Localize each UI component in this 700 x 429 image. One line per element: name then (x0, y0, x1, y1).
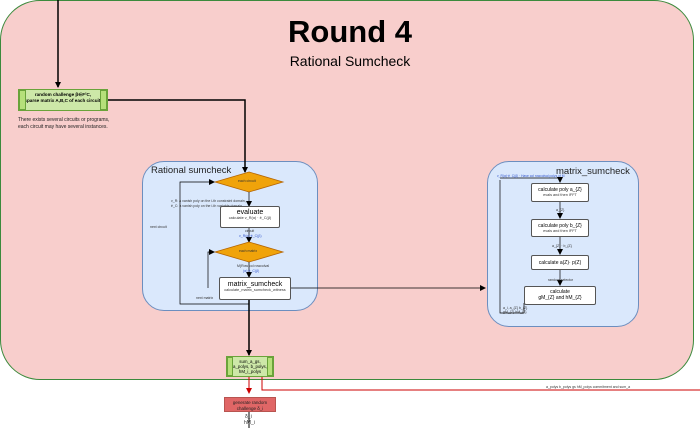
matrix-sumcheck-title: matrix_sumcheck (556, 166, 630, 177)
page-subtitle: Rational Sumcheck (289, 53, 411, 69)
step1-box[interactable]: calculate poly a_{Z} evals and then IFFT (531, 183, 589, 202)
evaluate-box[interactable]: evaluate calculate v_R(α) · ê_C(β) (220, 206, 280, 228)
challenge-box-left-edge (19, 90, 26, 110)
random-line2: challenge δ_i (236, 405, 264, 411)
step2-box[interactable]: calculate poly b_{Z} evals and then IFFT (531, 219, 589, 237)
step4-box[interactable]: calculate gM_{Z} and hM_{Z} (524, 286, 596, 305)
matrix-sumcheck-box-title: matrix_sumcheck (227, 281, 283, 288)
evaluate-title: evaluate (236, 209, 264, 216)
output-hm: hM_i (244, 420, 255, 426)
challenge-to-circuit-connector (108, 99, 248, 173)
page-title: Round 4 (288, 14, 412, 49)
step1-subtitle: evals and then IFFT (543, 193, 577, 197)
output-delta: δ_i (245, 414, 252, 420)
instances-note: There exists several circuits or program… (18, 117, 109, 130)
commitment-label: a_polys b_polys gs hM_polys commitment a… (546, 385, 631, 389)
matrix-sumcheck-box-subtitle: calculate_matrix_sumcheck_witness (224, 288, 286, 292)
sum-box-line2: a_polys, b_polys, (233, 364, 267, 369)
each-matrix-label: each matrix (239, 249, 258, 253)
matrix-output-label-1: a_i, a_{Z} b_{Z} (503, 306, 528, 310)
next-matrix-loop (207, 249, 215, 288)
rowcol-expression: (α)·ê_C(β) (243, 269, 260, 273)
matrix-input-note: v_R(α)·ê_C(β) · Have col rowcolval polys… (497, 174, 565, 178)
step1-title: calculate poly a_{Z} (538, 187, 582, 193)
matrix-sumcheck-box[interactable]: matrix_sumcheck calculate_matrix_sumchec… (219, 277, 291, 300)
challenge-box[interactable]: random challenge β∈F²C, sparse matrix A,… (18, 89, 108, 111)
next-matrix-label: next matrix (196, 296, 214, 300)
step2-subtitle: evals and then IFFT (543, 229, 577, 233)
step1-output-label: a_{Z} (556, 208, 565, 212)
challenge-line2: sparse matrix A,B,C of each circuit. (24, 98, 102, 103)
commitment-red-line (261, 366, 700, 391)
matrix-input-connector (500, 177, 563, 183)
each-circuit-label: each circuit (238, 179, 256, 183)
step3-box[interactable]: calculate a(Z)· p(Z) (531, 255, 589, 270)
circuit-expression: v_R(α)·ê_C(β) (239, 234, 262, 238)
rowcol-note: M(Row col rowcolval (237, 264, 270, 268)
sum-box[interactable]: sum_a_gs, a_polys, b_polys, hM_i_polys (226, 356, 274, 377)
evaluate-subtitle: calculate v_R(α) · ê_C(β) (228, 216, 272, 220)
step2-output-label: a_{Z} · b_{Z} (552, 244, 572, 248)
note-line2: each circuit may have several instances. (18, 123, 108, 130)
circuit-label: circuit (245, 229, 255, 233)
matrix-return-connector (499, 180, 525, 314)
vanish-note-1: v_R: a vanish poly on the i-th constrain… (171, 199, 246, 203)
step4-subtitle: gM_{Z} and hM_{Z} (538, 295, 582, 301)
note-line1: There exists several circuits or program… (18, 117, 110, 123)
sum-box-right-edge (267, 357, 273, 376)
vanish-note-2: ê_C: a vanish poly on the i-th variable … (171, 204, 243, 208)
next-circuit-label: next circuit (150, 225, 167, 229)
step2-title: calculate poly b_{Z} (538, 223, 582, 229)
step4-title: calculate (550, 289, 570, 295)
matrix-output-label-2: gM_{Z} hM_{Z} (503, 310, 527, 314)
random-line1: generate random (232, 400, 268, 405)
sum-box-line3: hM_i_polys (238, 369, 262, 374)
step3-title: calculate a(Z)· p(Z) (538, 260, 582, 266)
challenge-line1: random challenge β∈F²C, (34, 92, 92, 97)
challenge-box-right-edge (100, 90, 107, 110)
step3-output-label: random selector (548, 278, 574, 282)
rational-sumcheck-title: Rational sumcheck (151, 165, 232, 176)
sum-box-line1: sum_a_gs, (239, 359, 261, 364)
sum-box-left-edge (227, 357, 233, 376)
random-challenge-box[interactable]: generate random challenge δ_i (224, 397, 276, 412)
